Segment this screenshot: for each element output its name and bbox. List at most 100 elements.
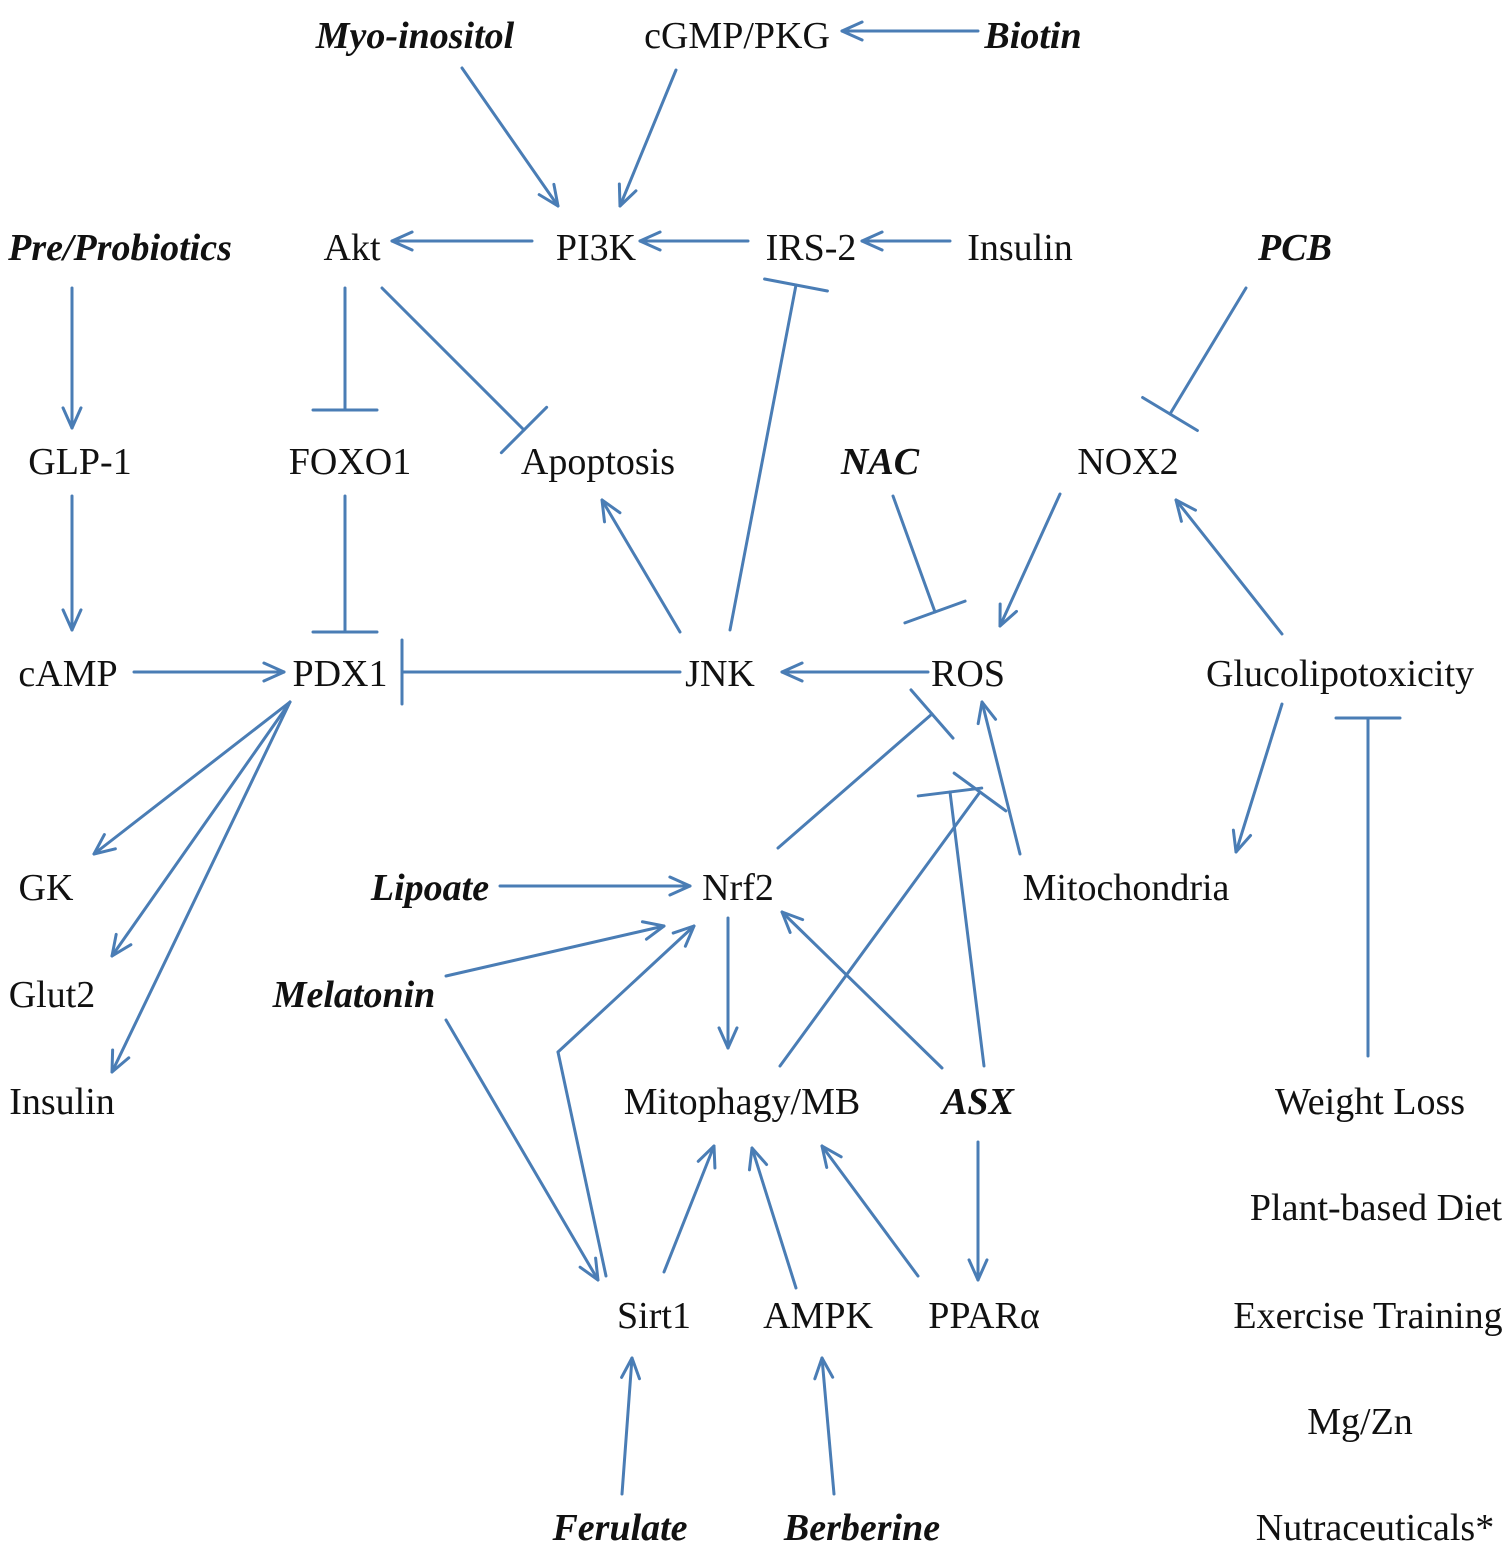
node-glut2: Glut2 bbox=[8, 974, 96, 1016]
arrowhead bbox=[620, 1356, 641, 1381]
inhibition-bar bbox=[916, 786, 984, 798]
node-nrf2: Nrf2 bbox=[702, 867, 774, 909]
arrowhead bbox=[600, 498, 622, 524]
node-sirt1: Sirt1 bbox=[617, 1295, 691, 1337]
inhibition-bar bbox=[952, 771, 1008, 813]
edge-biotin-to-cgmp-pkg bbox=[840, 20, 980, 42]
edge-cgmp-pkg-to-pi3k bbox=[617, 68, 678, 208]
edge-nac-to-ros bbox=[891, 494, 967, 625]
arrowhead bbox=[61, 608, 83, 632]
edge-akt-to-apoptosis bbox=[380, 286, 549, 455]
edge-nrf2-to-mitophagy-mb bbox=[717, 916, 739, 1050]
node-exercise-training: Exercise Training bbox=[1233, 1295, 1503, 1337]
node-irs2: IRS-2 bbox=[765, 227, 857, 269]
edge-mitophagy-mb-to-ros bbox=[778, 771, 1008, 1068]
edge-lipoate-to-nrf2 bbox=[498, 875, 692, 897]
node-myo-inositol: Myo-inositol bbox=[315, 15, 515, 57]
edge-ferulate-to-sirt1 bbox=[620, 1356, 641, 1496]
node-weight-loss: Weight Loss bbox=[1274, 1081, 1466, 1123]
edge-insulin-top-to-irs2 bbox=[860, 230, 952, 252]
edge-weight-loss-to-glucolipotoxicity bbox=[1334, 716, 1402, 1058]
arrowhead bbox=[617, 182, 638, 208]
arrowhead bbox=[813, 1356, 835, 1381]
node-cgmp-pkg: cGMP/PKG bbox=[644, 15, 830, 57]
edge-pcb-to-nox2 bbox=[1141, 286, 1248, 433]
arrowhead bbox=[998, 602, 1018, 628]
inhibition-bar bbox=[499, 405, 549, 455]
edge-mitochondria-to-ros bbox=[976, 700, 1022, 856]
node-biotin: Biotin bbox=[984, 15, 1082, 57]
edge-berberine-to-ampk bbox=[813, 1356, 836, 1496]
edge-pi3k-to-akt bbox=[390, 230, 534, 252]
arrowhead bbox=[110, 1048, 131, 1074]
edge-asx-to-nrf2 bbox=[780, 910, 944, 1070]
inhibition-bar bbox=[903, 599, 967, 625]
edge-camp-to-pdx1 bbox=[132, 661, 286, 683]
edge-pdx1-to-insulin-bottom bbox=[110, 700, 292, 1074]
node-lipoate: Lipoate bbox=[370, 867, 490, 909]
node-mitophagy-mb: Mitophagy/MB bbox=[623, 1081, 861, 1123]
edge-melatonin-to-sirt1 bbox=[444, 1018, 600, 1282]
node-glp1: GLP-1 bbox=[28, 441, 132, 483]
edge-pdx1-to-glut2 bbox=[110, 700, 292, 958]
node-mg-zn: Mg/Zn bbox=[1307, 1401, 1413, 1443]
arrowhead bbox=[747, 1146, 769, 1172]
edge-jnk-to-apoptosis bbox=[600, 498, 682, 634]
inhibition-bar bbox=[1141, 395, 1199, 433]
node-plant-based-diet: Plant-based Diet bbox=[1249, 1187, 1503, 1229]
node-pdx1: PDX1 bbox=[292, 653, 388, 695]
node-glucolipotoxicity: Glucolipotoxicity bbox=[1205, 653, 1475, 695]
edge-jnk-to-pdx1 bbox=[400, 638, 682, 706]
edge-sirt1-to-mitophagy-mb bbox=[662, 1144, 717, 1274]
node-mitochondria: Mitochondria bbox=[1022, 867, 1230, 909]
edge-melatonin-to-nrf2 bbox=[444, 920, 666, 978]
node-ros: ROS bbox=[931, 653, 1005, 695]
edge-ampk-to-mitophagy-mb bbox=[747, 1146, 798, 1290]
arrowhead bbox=[780, 661, 804, 683]
node-pcb: PCB bbox=[1258, 227, 1332, 269]
arrowhead bbox=[967, 1258, 989, 1282]
edge-asx-to-ppar-alpha bbox=[967, 1140, 989, 1282]
node-pre-probiotics: Pre/Probiotics bbox=[8, 227, 232, 269]
edge-glucolipotoxicity-to-nox2 bbox=[1174, 498, 1284, 636]
arrowhead bbox=[1174, 498, 1197, 523]
edge-sirt1-to-nrf2 bbox=[556, 924, 696, 1278]
node-akt: Akt bbox=[323, 227, 381, 269]
arrowhead bbox=[110, 932, 133, 958]
node-berberine: Berberine bbox=[783, 1507, 941, 1549]
node-apoptosis: Apoptosis bbox=[520, 441, 676, 483]
node-camp: cAMP bbox=[18, 653, 118, 695]
arrowhead bbox=[537, 182, 560, 208]
arrowhead bbox=[780, 910, 805, 934]
arrowhead bbox=[668, 875, 692, 897]
arrowhead bbox=[638, 230, 662, 252]
edge-pdx1-to-gk bbox=[92, 700, 292, 856]
node-pi3k: PI3K bbox=[555, 227, 637, 269]
node-ferulate: Ferulate bbox=[552, 1507, 688, 1549]
edge-akt-to-foxo1 bbox=[311, 286, 379, 412]
arrowhead bbox=[820, 1144, 843, 1169]
node-insulin-top: Insulin bbox=[967, 227, 1073, 269]
edge-ppar-alpha-to-mitophagy-mb bbox=[820, 1144, 920, 1278]
node-gk: GK bbox=[18, 867, 74, 909]
node-asx: ASX bbox=[942, 1081, 1014, 1123]
node-nac: NAC bbox=[840, 441, 920, 483]
node-melatonin: Melatonin bbox=[272, 974, 436, 1016]
edge-glp1-to-camp bbox=[61, 494, 83, 632]
inhibition-bar bbox=[763, 277, 829, 293]
node-foxo1: FOXO1 bbox=[288, 441, 412, 483]
arrowhead bbox=[262, 661, 286, 683]
node-jnk: JNK bbox=[685, 653, 755, 695]
edge-ros-to-jnk bbox=[780, 661, 930, 683]
arrowhead bbox=[696, 1144, 717, 1170]
edge-irs2-to-pi3k bbox=[638, 230, 750, 252]
arrowhead bbox=[717, 1026, 739, 1050]
edge-nrf2-to-ros bbox=[776, 688, 955, 850]
arrowhead bbox=[840, 20, 864, 42]
arrowhead bbox=[640, 920, 666, 941]
arrowhead bbox=[976, 700, 998, 726]
node-ppar-alpha: PPARα bbox=[928, 1295, 1040, 1337]
edge-pre-probiotics-to-glp1 bbox=[61, 286, 83, 430]
